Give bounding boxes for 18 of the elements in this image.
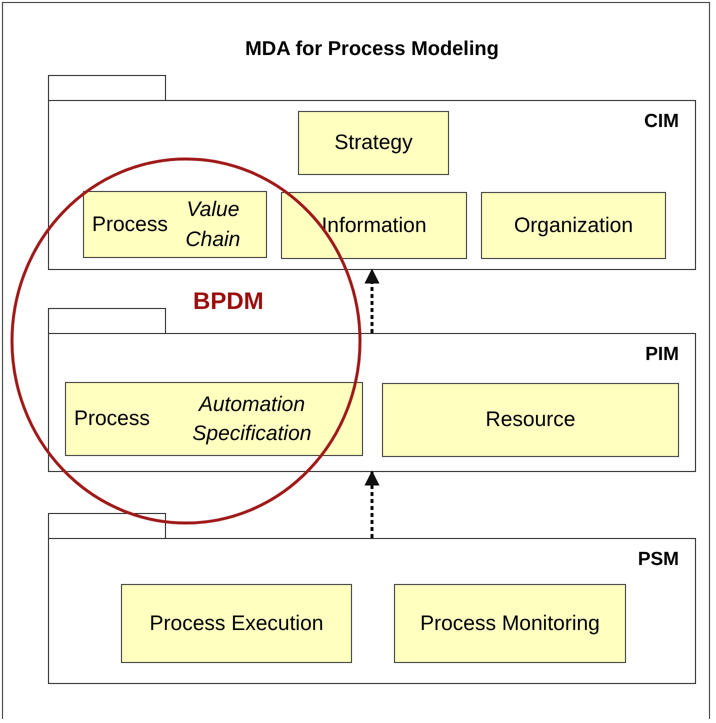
diagram-title: MDA for Process Modeling [244, 38, 500, 61]
ellipse-label: BPDM [193, 288, 264, 316]
class-box: Process Automation Specification [65, 382, 363, 456]
package-name: PSM [638, 549, 679, 571]
package-tab [48, 75, 166, 100]
package-name: CIM [644, 111, 679, 133]
class-box: Information [281, 192, 467, 259]
class-box: Resource [382, 383, 679, 457]
package-tab [48, 513, 166, 538]
dependency-arrow [364, 470, 380, 538]
dependency-arrow [364, 268, 380, 333]
package-box [48, 538, 696, 684]
class-box: Organization [481, 192, 666, 259]
package-tab [48, 308, 166, 333]
class-box: Process Execution [121, 584, 352, 663]
package-name: PIM [645, 344, 679, 366]
class-box: Strategy [298, 111, 449, 175]
class-box: Process Monitoring [394, 584, 626, 663]
